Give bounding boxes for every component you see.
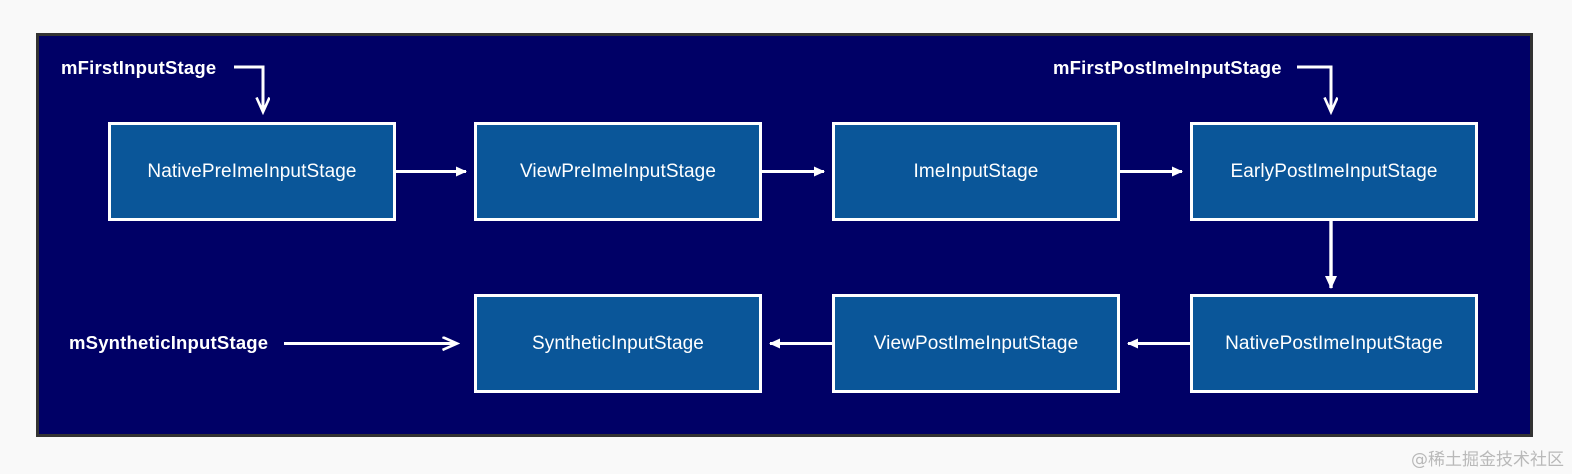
node-layer: NativePreImeInputStage ViewPreImeInputSt…	[39, 36, 1530, 434]
site-watermark: @稀土掘金技术社区	[1411, 450, 1564, 470]
label-m-first-post-ime-input-stage: mFirstPostImeInputStage	[1053, 57, 1282, 78]
stage-box-native-pre-ime[interactable]: NativePreImeInputStage	[108, 122, 396, 221]
stage-label: EarlyPostImeInputStage	[1230, 160, 1438, 182]
stage-box-native-post-ime[interactable]: NativePostImeInputStage	[1190, 294, 1478, 393]
label-m-first-input-stage: mFirstInputStage	[61, 57, 217, 78]
stage-label: SyntheticInputStage	[532, 332, 704, 354]
stage-box-view-pre-ime[interactable]: ViewPreImeInputStage	[474, 122, 762, 221]
stage-label: ImeInputStage	[913, 160, 1039, 182]
stage-label: NativePreImeInputStage	[147, 160, 357, 182]
diagram-canvas: NativePreImeInputStage ViewPreImeInputSt…	[36, 33, 1533, 437]
stage-label: ViewPreImeInputStage	[520, 160, 716, 182]
stage-box-early-post-ime[interactable]: EarlyPostImeInputStage	[1190, 122, 1478, 221]
stage-box-ime[interactable]: ImeInputStage	[832, 122, 1120, 221]
stage-label: NativePostImeInputStage	[1225, 332, 1443, 354]
stage-label: ViewPostImeInputStage	[873, 332, 1079, 354]
stage-box-view-post-ime[interactable]: ViewPostImeInputStage	[832, 294, 1120, 393]
label-layer: mFirstInputStage mFirstPostImeInputStage…	[39, 36, 1530, 434]
label-m-synthetic-input-stage: mSyntheticInputStage	[69, 332, 269, 353]
stage-box-synthetic[interactable]: SyntheticInputStage	[474, 294, 762, 393]
